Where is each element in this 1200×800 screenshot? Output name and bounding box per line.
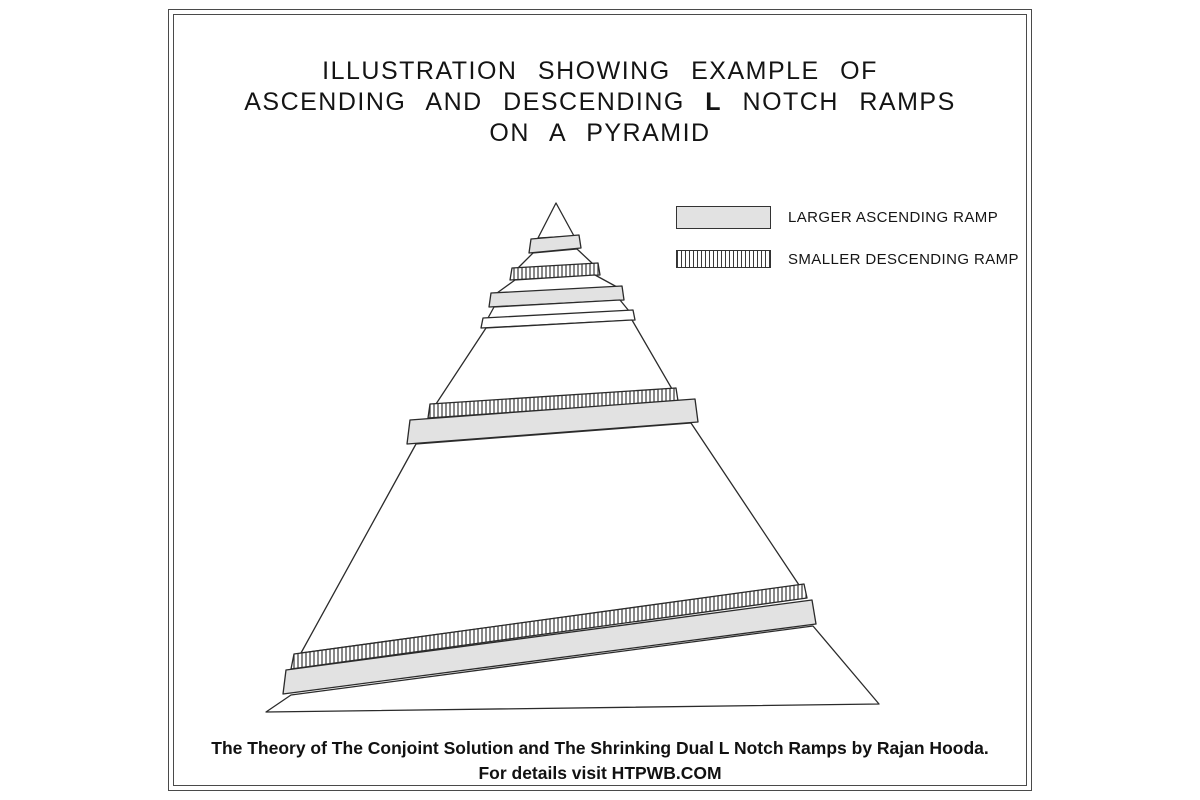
ascending-ramp-band: [282, 599, 817, 695]
descending-ramp-swatch: [676, 250, 771, 268]
footer-line-2: For details visit HTPWB.COM: [478, 763, 722, 783]
legend-row-descending: SMALLER DESCENDING RAMP: [676, 250, 1019, 268]
legend-label-descending: SMALLER DESCENDING RAMP: [788, 250, 1019, 268]
footer-line-1: The Theory of The Conjoint Solution and …: [211, 738, 989, 758]
title-line-2: ASCENDING AND DESCENDING L NOTCH RAMPS: [244, 88, 956, 116]
pyramid-base: [265, 625, 880, 713]
footer-caption: The Theory of The Conjoint Solution and …: [169, 736, 1031, 786]
page-title: ILLUSTRATION SHOWING EXAMPLE OF ASCENDIN…: [169, 56, 1031, 149]
title-line-3: ON A PYRAMID: [489, 119, 711, 147]
legend-row-ascending: LARGER ASCENDING RAMP: [676, 206, 1019, 229]
ascending-ramp-swatch: [676, 206, 771, 229]
outer-frame: ILLUSTRATION SHOWING EXAMPLE OF ASCENDIN…: [168, 9, 1032, 791]
legend-label-ascending: LARGER ASCENDING RAMP: [788, 209, 999, 226]
title-line-1: ILLUSTRATION SHOWING EXAMPLE OF: [322, 57, 878, 85]
ascending-ramp-band: [528, 234, 582, 254]
pyramid-ledge: [480, 309, 636, 329]
descending-ramp-band: [290, 583, 808, 670]
inner-frame: [173, 14, 1027, 786]
title-bold-letter: L: [705, 88, 723, 116]
legend: LARGER ASCENDING RAMP SMALLER DESCENDING…: [676, 206, 1019, 268]
ascending-ramp-band: [406, 398, 699, 445]
